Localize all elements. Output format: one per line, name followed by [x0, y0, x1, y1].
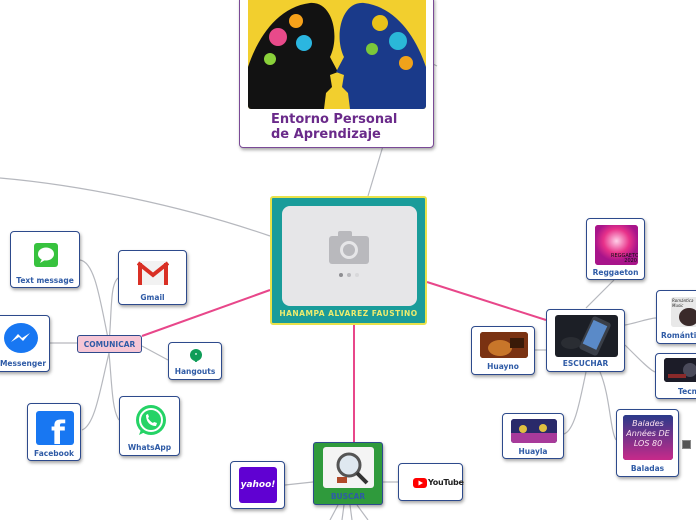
- huayno-image: [480, 332, 528, 358]
- romantico-node[interactable]: Romántica Music Romántico: [656, 290, 696, 344]
- huayno-label: Huayno: [487, 362, 519, 371]
- title-line-2: de Aprendizaje: [271, 127, 381, 142]
- whatsapp-label: WhatsApp: [127, 443, 172, 452]
- svg-text:f: f: [51, 414, 66, 445]
- root-node[interactable]: HANAMPA ALVAREZ FAUSTINO: [270, 196, 427, 325]
- title-line-1: Entorno Personal: [271, 112, 398, 127]
- hangouts-node[interactable]: " Hangouts: [168, 342, 222, 380]
- tecno-image: [664, 358, 696, 382]
- facebook-label: Facebook: [34, 449, 74, 458]
- youtube-logo-text: YouTube: [428, 478, 464, 487]
- head-gears-illustration: [248, 0, 426, 109]
- reggaeton-label: Reggaeton: [592, 268, 639, 277]
- search-magnifier-image: [323, 447, 374, 488]
- facebook-node[interactable]: f Facebook: [27, 403, 81, 461]
- baladas-label: Baladas: [630, 464, 665, 473]
- gmail-label: Gmail: [140, 293, 165, 302]
- romantica-cover: Romántica Music: [671, 297, 696, 327]
- reggaeton-node[interactable]: REGGAETON 2020 Reggaeton: [586, 218, 645, 280]
- baladas-cover: Balades Années DE LOS 80: [623, 415, 673, 460]
- text-message-label: Text message: [16, 276, 74, 285]
- yahoo-node[interactable]: yahoo!: [230, 461, 285, 509]
- youtube-node[interactable]: YouTube: [398, 463, 464, 501]
- huayno-node[interactable]: Huayno: [471, 326, 535, 375]
- message-icon: [34, 243, 58, 267]
- text-message-node[interactable]: Text message: [10, 231, 80, 288]
- camera-icon: [329, 231, 369, 277]
- root-label: HANAMPA ALVAREZ FAUSTINO: [279, 309, 418, 318]
- youtube-logo: YouTube: [413, 477, 464, 489]
- hangouts-icon: ": [189, 348, 203, 362]
- messenger-label: Messenger: [0, 359, 47, 368]
- romantica-cover-text: Romántica Music: [672, 298, 694, 308]
- collapsed-indicator-icon[interactable]: [682, 440, 691, 449]
- huayla-image: [511, 419, 557, 443]
- tecno-label: Tecno: [678, 387, 696, 396]
- yahoo-logo-text: yahoo!: [240, 480, 276, 490]
- gmail-node[interactable]: Gmail: [118, 250, 187, 305]
- reggaeton-cover: REGGAETON 2020: [595, 225, 638, 265]
- messenger-node[interactable]: Messenger: [0, 315, 50, 372]
- comunicar-node[interactable]: COMUNICAR: [77, 335, 142, 353]
- hangouts-label: Hangouts: [174, 367, 216, 376]
- huayla-node[interactable]: Huayla: [502, 413, 564, 459]
- reggaeton-cover-text: REGGAETON 2020: [611, 253, 638, 264]
- escuchar-label: ESCUCHAR: [562, 359, 609, 368]
- whatsapp-node[interactable]: WhatsApp: [119, 396, 180, 456]
- title-card[interactable]: Entorno Personal de Aprendizaje: [239, 0, 434, 148]
- baladas-node[interactable]: Balades Années DE LOS 80 Baladas: [616, 409, 679, 477]
- buscar-label: BUSCAR: [330, 492, 366, 501]
- tecno-node[interactable]: Tecno: [655, 353, 696, 399]
- svg-text:": ": [194, 352, 197, 360]
- buscar-node[interactable]: BUSCAR: [313, 442, 383, 505]
- yahoo-logo: yahoo!: [239, 467, 277, 503]
- comunicar-label: COMUNICAR: [83, 340, 136, 349]
- phone-speaker-image: [555, 315, 618, 357]
- baladas-cover-text: Balades Années DE LOS 80: [626, 419, 670, 448]
- romantico-label: Romántico: [661, 331, 696, 340]
- huayla-label: Huayla: [518, 447, 548, 456]
- escuchar-node[interactable]: ESCUCHAR: [546, 309, 625, 372]
- whatsapp-icon: [133, 404, 169, 438]
- gmail-icon: [137, 259, 169, 287]
- facebook-icon: f: [36, 411, 74, 445]
- messenger-icon: [3, 323, 39, 355]
- image-placeholder: [282, 206, 417, 306]
